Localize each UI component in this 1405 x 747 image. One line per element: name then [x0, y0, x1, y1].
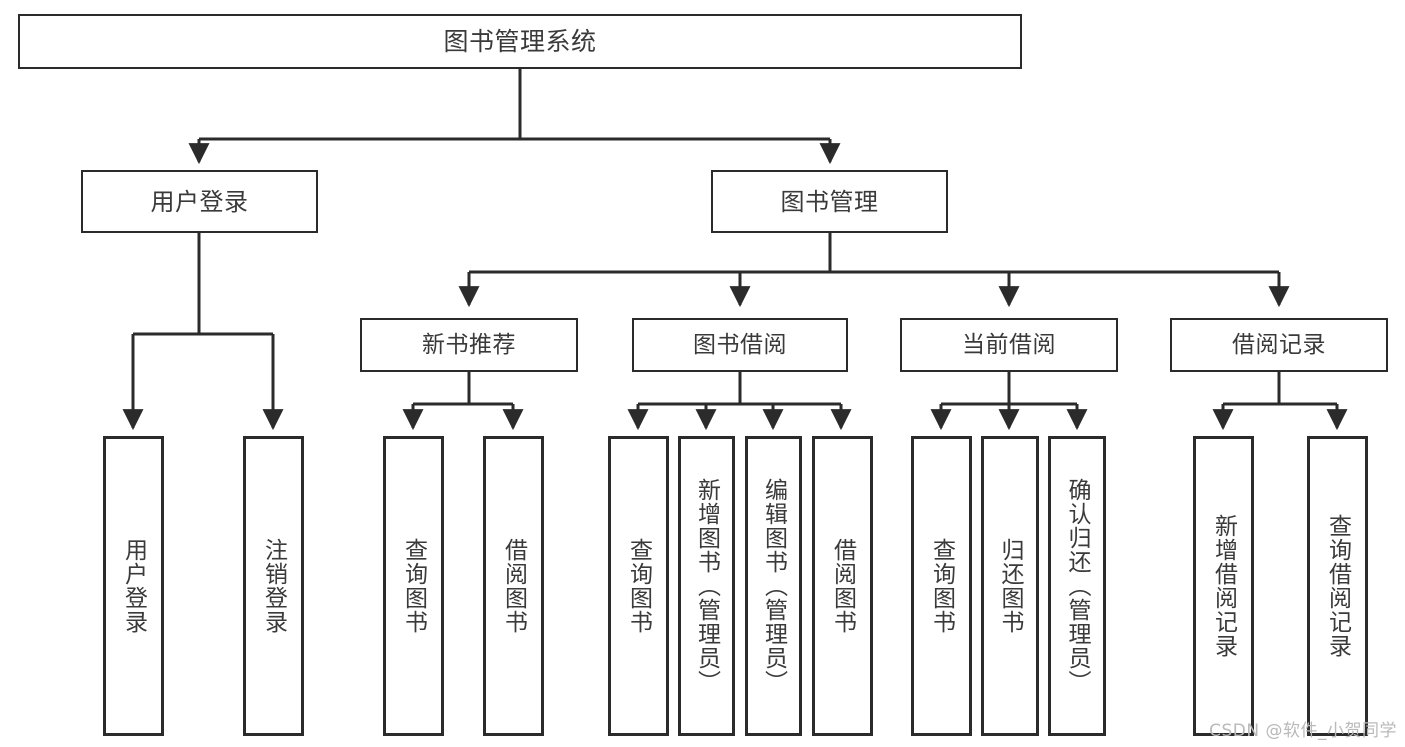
node-label: 借阅记录 [1232, 331, 1326, 358]
node-current-borrow[interactable]: 当前借阅 [900, 318, 1118, 372]
leaf-record-search-record[interactable]: 查询借阅记录 [1307, 436, 1368, 736]
leaf-borrow-edit-book-admin[interactable]: 编辑图书（管理员） [745, 436, 802, 736]
node-label: 编辑图书（管理员） [760, 478, 787, 694]
leaf-current-confirm-return-admin[interactable]: 确认归还（管理员） [1048, 436, 1106, 736]
leaf-user-logout[interactable]: 注销登录 [243, 436, 304, 736]
node-root-system[interactable]: 图书管理系统 [18, 14, 1022, 69]
node-label: 确认归还（管理员） [1064, 478, 1091, 694]
node-label: 注销登录 [260, 538, 287, 634]
node-label: 借阅图书 [500, 538, 527, 634]
leaf-current-return-book[interactable]: 归还图书 [981, 436, 1039, 736]
node-book-management[interactable]: 图书管理 [711, 170, 948, 233]
node-label: 新增图书（管理员） [693, 478, 720, 694]
leaf-borrow-search-book[interactable]: 查询图书 [608, 436, 669, 736]
node-label: 当前借阅 [962, 331, 1056, 358]
leaf-current-search-book[interactable]: 查询图书 [911, 436, 972, 736]
node-label: 图书管理系统 [443, 26, 597, 56]
leaf-borrow-add-book-admin[interactable]: 新增图书（管理员） [678, 436, 735, 736]
node-label: 查询图书 [625, 538, 652, 634]
node-label: 查询图书 [400, 538, 427, 634]
node-borrow-record[interactable]: 借阅记录 [1170, 318, 1388, 372]
node-label: 查询借阅记录 [1324, 514, 1351, 658]
node-new-book-recommend[interactable]: 新书推荐 [360, 318, 578, 372]
node-user-login[interactable]: 用户登录 [81, 170, 318, 233]
leaf-user-login[interactable]: 用户登录 [103, 436, 164, 736]
node-label: 新增借阅记录 [1210, 514, 1237, 658]
node-label: 用户登录 [120, 538, 147, 634]
leaf-record-add-record[interactable]: 新增借阅记录 [1193, 436, 1254, 736]
node-label: 用户登录 [150, 187, 249, 216]
leaf-recommend-search-book[interactable]: 查询图书 [383, 436, 444, 736]
leaf-borrow-borrow-book[interactable]: 借阅图书 [812, 436, 873, 736]
node-label: 归还图书 [997, 538, 1024, 634]
node-label: 新书推荐 [422, 331, 516, 358]
node-book-borrow[interactable]: 图书借阅 [632, 318, 848, 372]
node-label: 图书管理 [780, 187, 879, 216]
node-label: 图书借阅 [693, 331, 787, 358]
node-label: 查询图书 [928, 538, 955, 634]
csdn-watermark: CSDN @软件_小贺同学 [1209, 721, 1397, 741]
node-label: 借阅图书 [829, 538, 856, 634]
leaf-recommend-borrow-book[interactable]: 借阅图书 [483, 436, 544, 736]
